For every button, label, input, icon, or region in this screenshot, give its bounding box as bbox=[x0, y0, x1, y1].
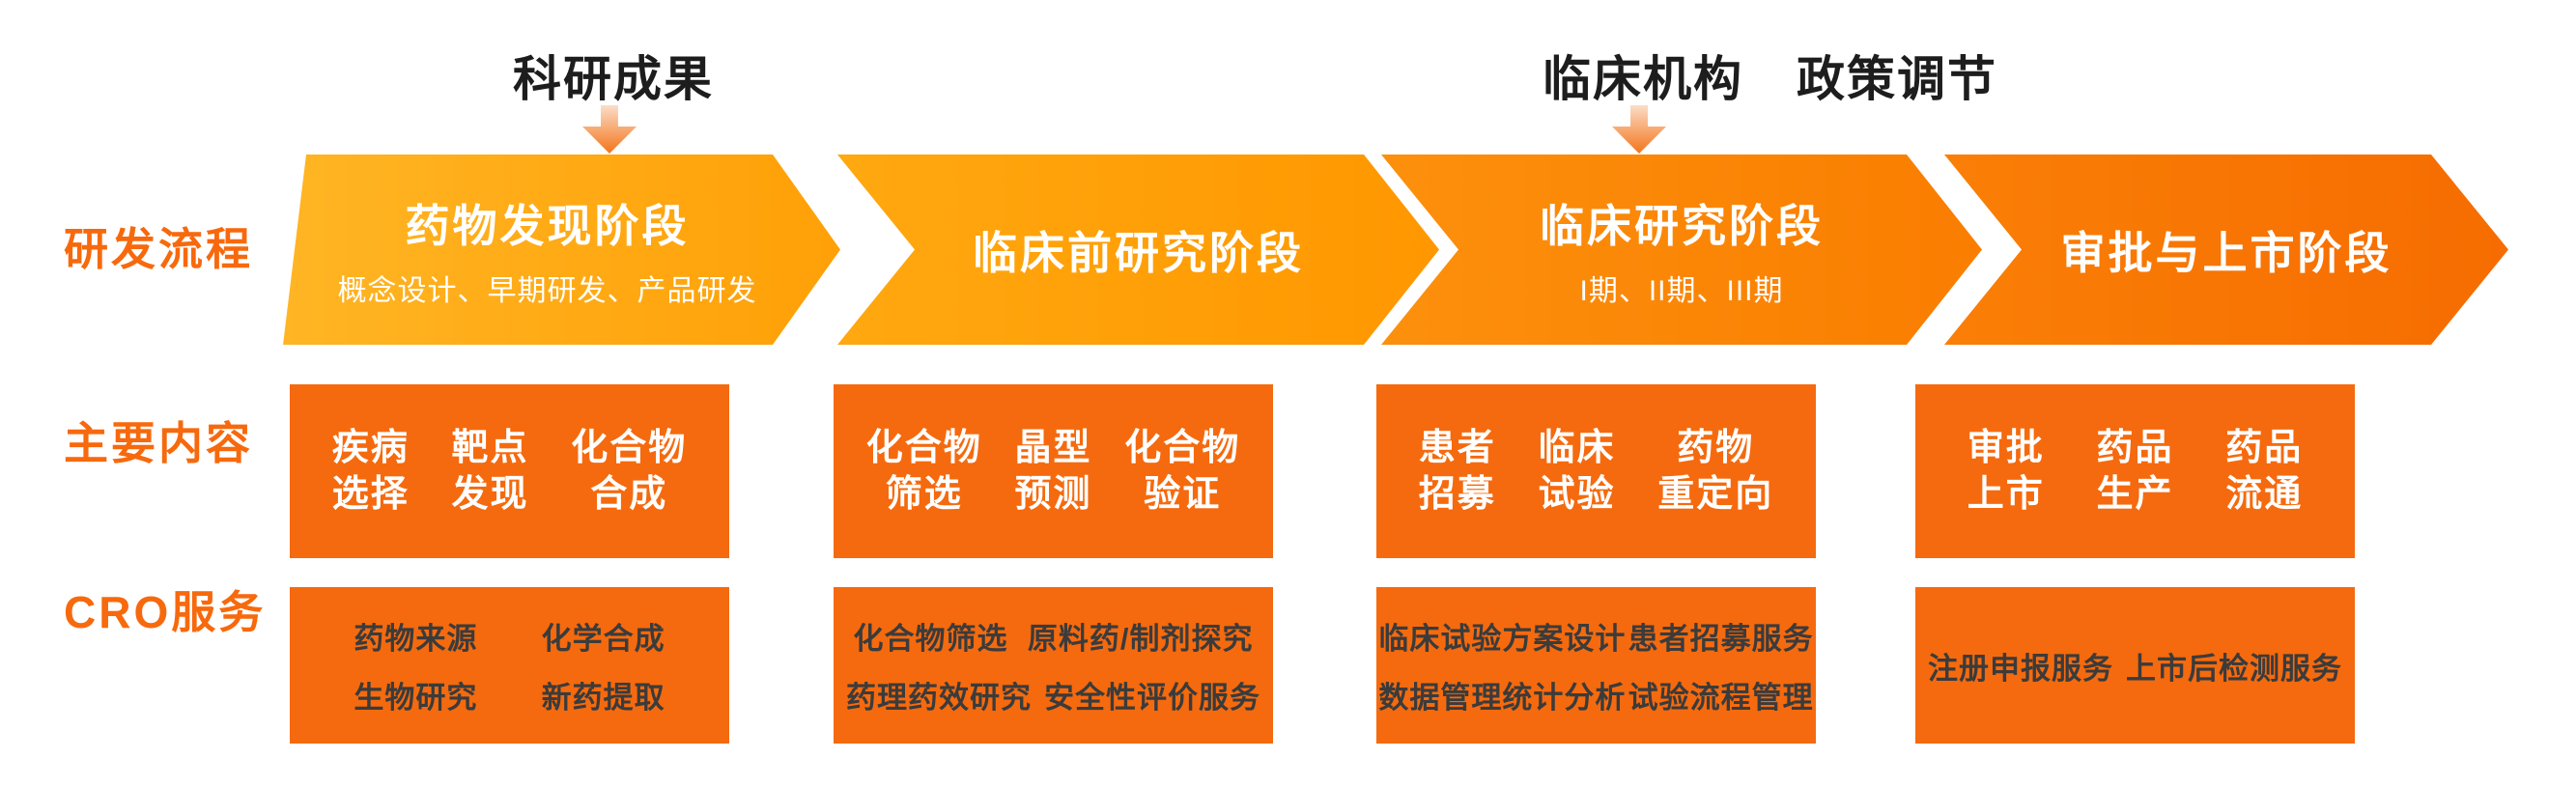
stage-title: 审批与上市阶段 bbox=[2060, 227, 2392, 278]
stage-title: 临床前研究阶段 bbox=[973, 227, 1304, 278]
main-content-box-clinical: 患者招募 临床试验 药物重定向 bbox=[1376, 384, 1816, 558]
cro-item: 化学合成 bbox=[541, 622, 665, 656]
main-content-box-discovery: 疾病选择 靶点发现 化合物合成 bbox=[290, 384, 729, 558]
content-item: 审批上市 bbox=[1967, 428, 2045, 515]
main-content-box-approval: 审批上市 药品生产 药品流通 bbox=[1915, 384, 2355, 558]
cro-box-approval: 注册申报服务 上市后检测服务 bbox=[1915, 587, 2355, 744]
cro-row: 药理药效研究 安全性评价服务 bbox=[834, 673, 1273, 717]
row-label-main-content: 主要内容 bbox=[64, 418, 253, 468]
cro-row: 药物来源 化学合成 bbox=[290, 614, 729, 658]
stage-title: 临床研究阶段 bbox=[1540, 200, 1824, 251]
stage-approval-launch: 审批与上市阶段 bbox=[1944, 155, 2508, 345]
content-item: 药物重定向 bbox=[1657, 428, 1774, 515]
content-item: 化合物筛选 bbox=[865, 428, 982, 515]
content-item: 靶点发现 bbox=[451, 428, 529, 515]
cro-row: 临床试验方案设计 患者招募服务 bbox=[1376, 614, 1816, 658]
cro-row: 化合物筛选 原料药/制剂探究 bbox=[834, 614, 1273, 658]
cro-item: 注册申报服务 bbox=[1928, 651, 2113, 686]
cro-item: 数据管理统计分析 bbox=[1378, 681, 1627, 715]
cro-row: 数据管理统计分析 试验流程管理 bbox=[1376, 673, 1816, 717]
cro-box-preclinical: 化合物筛选 原料药/制剂探究 药理药效研究 安全性评价服务 bbox=[834, 587, 1273, 744]
stage-preclinical-research: 临床前研究阶段 bbox=[837, 155, 1439, 345]
stage-drug-discovery: 药物发现阶段 概念设计、早期研发、产品研发 bbox=[283, 155, 840, 345]
cro-item: 药理药效研究 bbox=[846, 681, 1032, 715]
down-arrow-icon bbox=[1612, 105, 1666, 154]
cro-item: 患者招募服务 bbox=[1628, 622, 1814, 656]
stage-clinical-research: 临床研究阶段 I期、II期、III期 bbox=[1381, 155, 1982, 345]
cro-row: 生物研究 新药提取 bbox=[290, 673, 729, 717]
stage-subtitle: 概念设计、早期研发、产品研发 bbox=[337, 274, 757, 307]
row-label-process: 研发流程 bbox=[64, 224, 253, 274]
cro-box-discovery: 药物来源 化学合成 生物研究 新药提取 bbox=[290, 587, 729, 744]
label-clinical-institutions: 临床机构 bbox=[1543, 52, 1743, 106]
cro-item: 原料药/制剂探究 bbox=[1027, 622, 1254, 656]
content-item: 患者招募 bbox=[1418, 428, 1496, 515]
content-item: 药品流通 bbox=[2225, 428, 2304, 515]
content-item: 晶型预测 bbox=[1014, 428, 1092, 515]
cro-item: 生物研究 bbox=[354, 681, 478, 715]
cro-box-clinical: 临床试验方案设计 患者招募服务 数据管理统计分析 试验流程管理 bbox=[1376, 587, 1816, 744]
cro-item: 试验流程管理 bbox=[1628, 681, 1814, 715]
content-item: 临床试验 bbox=[1538, 428, 1616, 515]
content-item: 药品生产 bbox=[2096, 428, 2174, 515]
row-label-cro-services: CRO服务 bbox=[64, 587, 267, 637]
cro-item: 新药提取 bbox=[541, 681, 665, 715]
label-policy-regulation: 政策调节 bbox=[1797, 52, 1997, 106]
cro-row: 注册申报服务 上市后检测服务 bbox=[1915, 644, 2355, 688]
stage-subtitle: I期、II期、III期 bbox=[1579, 274, 1784, 307]
cro-item: 药物来源 bbox=[354, 622, 478, 656]
label-research-achievements: 科研成果 bbox=[513, 52, 714, 106]
content-item: 化合物验证 bbox=[1124, 428, 1241, 515]
cro-item: 安全性评价服务 bbox=[1044, 681, 1260, 715]
stage-title: 药物发现阶段 bbox=[405, 200, 690, 251]
down-arrow-icon bbox=[582, 105, 637, 154]
content-item: 化合物合成 bbox=[571, 428, 688, 515]
cro-item: 临床试验方案设计 bbox=[1378, 622, 1627, 656]
cro-item: 上市后检测服务 bbox=[2126, 651, 2342, 686]
content-item: 疾病选择 bbox=[331, 428, 410, 515]
main-content-box-preclinical: 化合物筛选 晶型预测 化合物验证 bbox=[834, 384, 1273, 558]
cro-item: 化合物筛选 bbox=[853, 622, 1008, 656]
